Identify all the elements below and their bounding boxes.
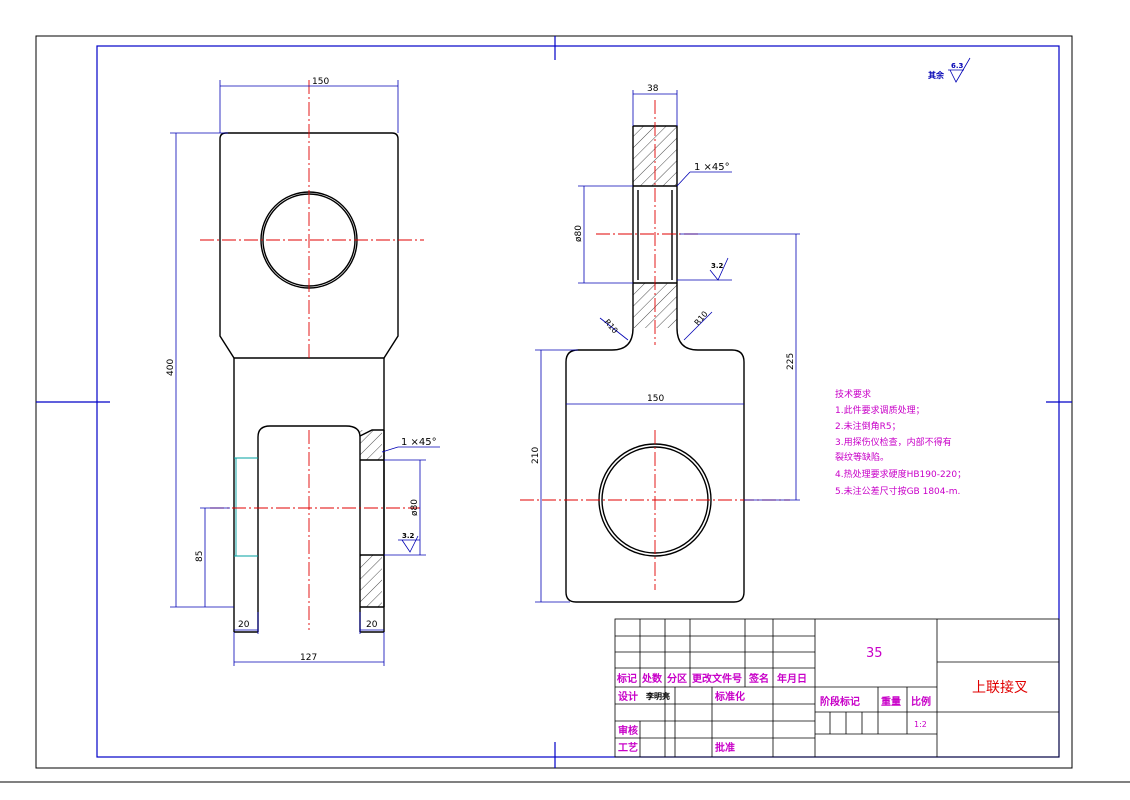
tb-approve: 批准 xyxy=(715,741,735,754)
inner-frame xyxy=(96,45,1060,758)
dim-depth-85: 85 xyxy=(195,551,205,562)
tech-note-5: 4.热处理要求硬度HB190-220； xyxy=(835,468,966,480)
tech-note-4: 裂纹等缺陷。 xyxy=(835,451,889,463)
dim-h210: 210 xyxy=(531,447,541,464)
outer-frame xyxy=(35,35,1073,769)
dim-h225: 225 xyxy=(786,353,796,370)
tb-weight: 重量 xyxy=(881,695,901,708)
dim-chamfer-left: 1 ×45° xyxy=(401,437,437,448)
dim-plate-width: 150 xyxy=(647,394,664,404)
tb-material: 35 xyxy=(866,646,883,661)
title-block: 35 上联接叉 标记 处数 分区 更改文件号 签名 年月日 设计 李明亮 标准化… xyxy=(614,618,1060,758)
dim-r10-right: R10 xyxy=(693,309,710,327)
dim-w20-left: 20 xyxy=(238,620,250,630)
dim-chamfer-right: 1 ×45° xyxy=(694,162,730,173)
dim-dia-left: ø80 xyxy=(410,499,420,516)
tb-h-date: 年月日 xyxy=(777,672,807,685)
rough-right: 3.2 xyxy=(711,262,724,270)
front-view: 150 400 85 20 20 127 1 ×45° ø80 3.2 xyxy=(166,77,440,666)
rough-left: 3.2 xyxy=(402,532,415,540)
side-view: 38 1 ×45° ø80 3.2 R10 R10 150 225 210 xyxy=(520,84,800,603)
dim-side-width: 38 xyxy=(647,84,659,94)
tb-designer: 李明亮 xyxy=(645,691,670,701)
dim-height-total: 400 xyxy=(166,359,176,376)
tech-notes: 技术要求 1.此件要求调质处理； 2.未注倒角R5； 3.用探伤仪检查，内部不得… xyxy=(835,388,966,497)
tb-scale-label: 比例 xyxy=(911,695,931,708)
roughness-other-label: 其余 xyxy=(928,70,945,80)
tb-stage-mark: 阶段标记 xyxy=(820,695,860,708)
roughness-other: 其余 6.3 xyxy=(928,57,971,83)
tech-notes-title: 技术要求 xyxy=(835,388,871,400)
tb-h-zone: 分区 xyxy=(667,672,687,685)
dim-r10-left: R10 xyxy=(602,318,619,336)
tb-part-name: 上联接叉 xyxy=(972,679,1028,696)
dim-w20-right: 20 xyxy=(366,620,378,630)
tb-standard: 标准化 xyxy=(714,690,745,703)
tb-h-count: 处数 xyxy=(641,672,663,685)
dim-dia-right: ø80 xyxy=(574,225,584,242)
tb-scale-value: 1:2 xyxy=(914,720,927,729)
tech-note-1: 1.此件要求调质处理； xyxy=(835,404,925,416)
tech-note-6: 5.未注公差尺寸按GB 1804-m. xyxy=(835,485,960,497)
dim-w127: 127 xyxy=(300,653,317,663)
tb-design: 设计 xyxy=(618,690,638,703)
tech-note-2: 2.未注倒角R5； xyxy=(835,420,901,432)
roughness-other-value: 6.3 xyxy=(951,62,964,70)
tb-process: 工艺 xyxy=(618,741,638,754)
tech-note-3: 3.用探伤仪检查，内部不得有 xyxy=(835,436,952,448)
tb-h-docno: 更改文件号 xyxy=(692,672,742,685)
tb-review: 审核 xyxy=(618,724,638,737)
dim-top-width: 150 xyxy=(312,77,329,87)
tb-h-mark: 标记 xyxy=(616,672,637,685)
tb-h-sign: 签名 xyxy=(748,672,769,685)
